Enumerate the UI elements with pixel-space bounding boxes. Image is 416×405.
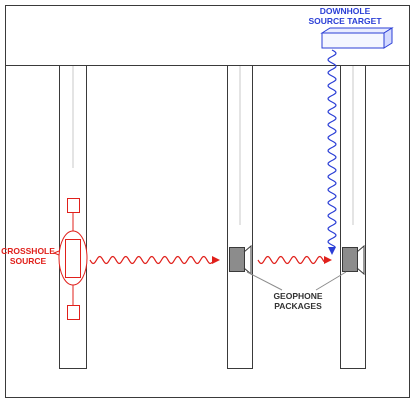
crosshole-wave-left — [89, 255, 213, 265]
borehole-middle — [227, 65, 253, 369]
geophone-leader-right — [315, 271, 347, 291]
geophone-label-line2: PACKAGES — [274, 301, 322, 311]
borehole-right — [340, 65, 366, 369]
crosshole-wave-right — [257, 255, 325, 265]
source-lower-weight — [67, 305, 80, 320]
geophone-leader-left — [246, 271, 283, 291]
downhole-source-target — [320, 27, 394, 49]
geophone-label-line1: GEOPHONE — [273, 291, 322, 301]
downhole-arrowhead — [328, 247, 336, 255]
crosshole-source — [52, 198, 88, 320]
crosshole-label-line2: SOURCE — [10, 256, 47, 266]
crosshole-arrowhead-left — [212, 256, 220, 264]
geophone-package-middle — [229, 244, 252, 276]
geophone-package-right — [342, 244, 365, 276]
source-upper-weight — [67, 198, 80, 213]
downhole-label-line2: SOURCE TARGET — [308, 16, 382, 26]
downhole-wave — [327, 49, 337, 248]
downhole-label-line1: DOWNHOLE — [320, 6, 371, 16]
source-body — [65, 239, 81, 278]
crosshole-arrowhead-right — [324, 256, 332, 264]
crosshole-label-line1: CROSSHOLE — [1, 246, 55, 256]
